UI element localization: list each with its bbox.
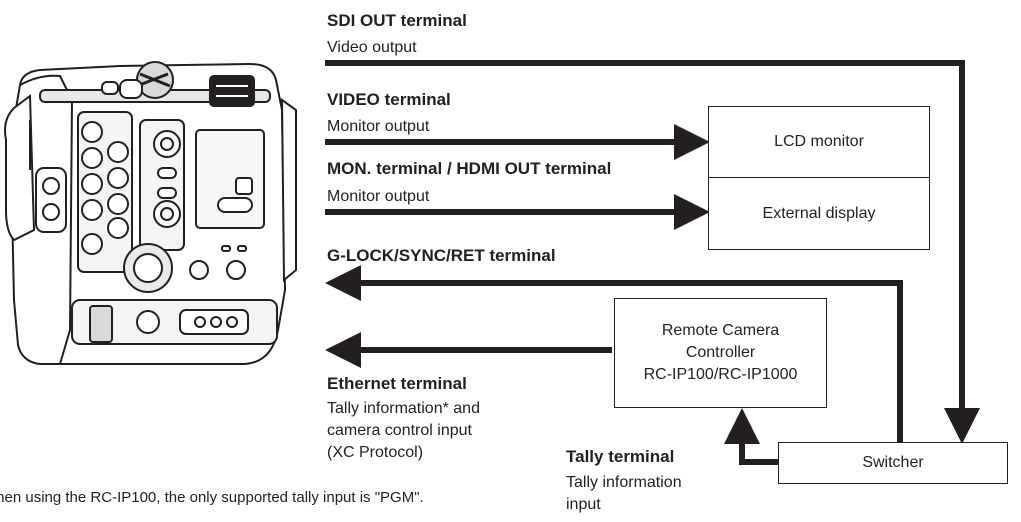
- ethernet-desc-line: Tally information* and: [327, 400, 480, 417]
- lcd-monitor-label: LCD monitor: [774, 133, 864, 150]
- remote-controller-box: Remote Camera Controller RC-IP100/RC-IP1…: [614, 298, 827, 408]
- sdi-out-line: [325, 60, 980, 444]
- external-display-box: External display: [708, 177, 930, 250]
- ethernet-desc-line: camera control input: [327, 422, 472, 439]
- video-title: VIDEO terminal: [327, 90, 451, 109]
- tally-desc-line: Tally information: [566, 474, 682, 491]
- ethernet-title: Ethernet terminal: [327, 374, 467, 393]
- tally-line: [724, 408, 778, 465]
- camera-body-illustration: [4, 61, 297, 365]
- mon-hdmi-desc: Monitor output: [327, 188, 430, 205]
- g-lock-line: [325, 265, 903, 447]
- tally-title: Tally terminal: [566, 447, 675, 466]
- switcher-box: Switcher: [778, 442, 1008, 484]
- switcher-label: Switcher: [862, 454, 924, 471]
- footnote: * When using the RC-IP100, the only supp…: [0, 489, 424, 506]
- sdi-out-desc: Video output: [327, 39, 417, 56]
- tally-desc-line: input: [566, 496, 601, 513]
- lcd-monitor-box: LCD monitor: [708, 106, 930, 178]
- external-display-label: External display: [762, 204, 876, 222]
- g-lock-title: G-LOCK/SYNC/RET terminal: [327, 246, 556, 265]
- mon-hdmi-title: MON. terminal / HDMI OUT terminal: [327, 159, 612, 178]
- video-desc: Monitor output: [327, 118, 430, 135]
- remote-controller-label: Remote Camera Controller RC-IP100/RC-IP1…: [643, 322, 798, 383]
- sdi-out-title: SDI OUT terminal: [327, 11, 467, 30]
- ethernet-desc-line: (XC Protocol): [327, 444, 424, 461]
